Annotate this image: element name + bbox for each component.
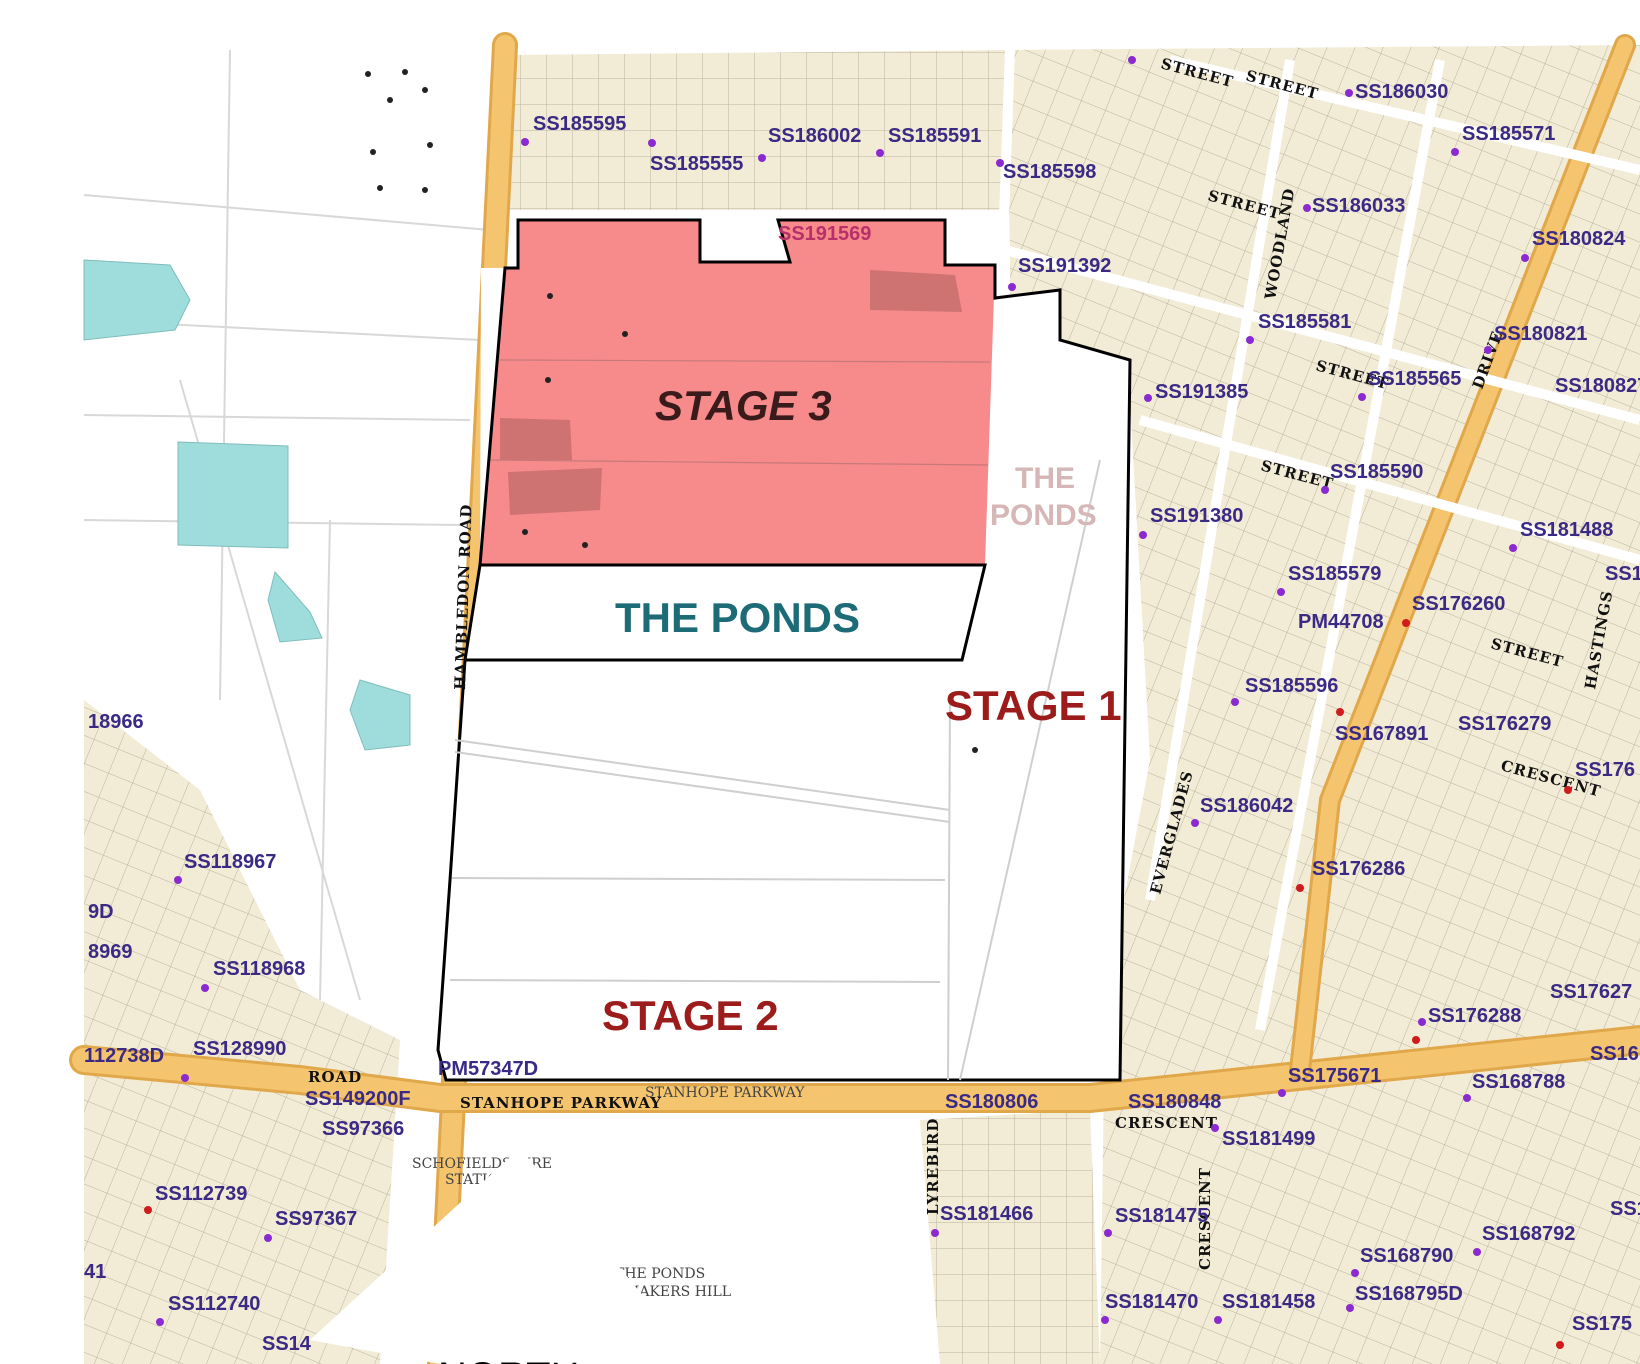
survey-label: SS17627 [1550,981,1632,1003]
survey-label: SS112740 [168,1293,260,1315]
survey-label: SS186033 [1312,195,1405,217]
survey-label: SS181458 [1222,1291,1315,1313]
survey-label: SS175671 [1288,1065,1381,1087]
survey-label: SS185591 [888,125,981,147]
stage3-label: STAGE 3 [655,382,832,429]
north-arrow-shape [310,1148,700,1364]
survey-label: SS191380 [1150,505,1243,527]
survey-label: SS168788 [1472,1071,1565,1093]
survey-label: SS176260 [1412,593,1505,615]
street-crescent-2: CRESCENT [1196,1167,1214,1270]
stage2-label: STAGE 2 [602,992,779,1039]
survey-label: SS181466 [940,1203,1033,1225]
survey-label: SS176 [1575,759,1635,781]
survey-label: SS112739 [155,1183,247,1205]
street-stanhope-parkway: STANHOPE PARKWAY [460,1094,662,1112]
survey-label: SS186002 [768,125,861,147]
lots-southwest [84,700,400,1364]
stage-boundaries [436,218,1132,1082]
street-lyrebird: LYREBIRD [924,1118,942,1215]
site-feature-dots [365,69,978,753]
survey-label: SS191569 [778,223,871,245]
survey-label: SS176279 [1458,713,1551,735]
survey-label: SS181470 [1105,1291,1198,1313]
survey-label: PM44708 [1298,611,1384,633]
survey-label: SS180824 [1532,228,1626,250]
survey-label: SS181475 [1115,1205,1208,1227]
survey-label: SS186030 [1355,81,1448,103]
survey-label: 18966 [88,711,144,733]
ponds-water-label-2: PONDS [990,499,1097,532]
survey-label: 9D [88,901,114,923]
survey-label: SS185596 [1245,675,1338,697]
control-mark-dots [144,619,1572,1349]
survey-label: SS15 [1610,1198,1640,1220]
stage1-label: STAGE 1 [945,682,1122,729]
survey-label: SS181488 [1520,519,1613,541]
north-label: NORTH [438,1355,579,1364]
ponds-water-label-1: THE [1015,462,1075,495]
ponds-small-label-1: THE PONDS [615,1266,705,1282]
survey-label: SS176286 [1312,858,1405,880]
survey-label: SS191385 [1155,381,1248,403]
survey-label: SS185555 [650,153,743,175]
street-crescent-1: CRESCENT [1115,1114,1218,1132]
survey-label: SS175 [1572,1313,1632,1335]
survey-label: SS185579 [1288,563,1381,585]
ponds-small-label-2: MAKERS HILL [625,1284,731,1300]
stage3-lines [489,359,991,466]
site-internal-lines [449,459,1101,1081]
survey-label: SS185598 [1003,161,1096,183]
survey-label: SS191392 [1018,255,1111,277]
survey-label: SS168795D [1355,1283,1463,1305]
survey-labels: SS185595 SS186002 SS185591 SS185555 SS18… [84,81,1640,1355]
minor-roads [995,49,1640,1031]
the-ponds-label: THE PONDS [615,594,860,641]
stage3-shadows [500,270,962,515]
street-stanhope-parkway-small: STANHOPE PARKWAY [645,1085,805,1101]
stage3-area [480,220,995,565]
lots-south [920,1110,1100,1364]
survey-label: SS176288 [1428,1005,1521,1027]
survey-label: SS14 [262,1333,312,1355]
survey-label: SS185595 [533,113,626,135]
survey-label: SS97366 [322,1118,404,1140]
survey-label: SS185590 [1330,461,1423,483]
survey-label: SS168792 [1482,1223,1575,1245]
survey-label: SS180827 [1555,375,1640,397]
survey-label: SS168790 [1360,1245,1453,1267]
survey-label: 8969 [88,941,133,963]
survey-label: SS185581 [1258,311,1351,333]
survey-label: 112738D [84,1045,164,1067]
survey-label: SS118967 [184,851,276,873]
survey-label: 41 [84,1261,106,1283]
survey-label: SS180806 [945,1091,1038,1113]
survey-label: SS118968 [213,958,305,980]
survey-label: SS181499 [1222,1128,1315,1150]
survey-label: SS1 [1605,563,1640,585]
survey-label: SS180821 [1494,323,1587,345]
survey-label: SS185565 [1368,368,1461,390]
survey-label: SS16 [1590,1043,1639,1065]
survey-label: SS149200F [305,1088,411,1110]
survey-label: SS97367 [275,1208,357,1230]
survey-label: SS185571 [1462,123,1555,145]
survey-label: SS180848 [1128,1091,1221,1113]
survey-label: SS167891 [1335,723,1428,745]
survey-mark-dots [156,56,1529,1326]
survey-label: SS186042 [1200,795,1293,817]
survey-label: SS128990 [193,1038,286,1060]
lots-north [510,50,1010,210]
street-road-sw: ROAD [308,1068,362,1086]
survey-label: PM57347D [438,1058,538,1080]
